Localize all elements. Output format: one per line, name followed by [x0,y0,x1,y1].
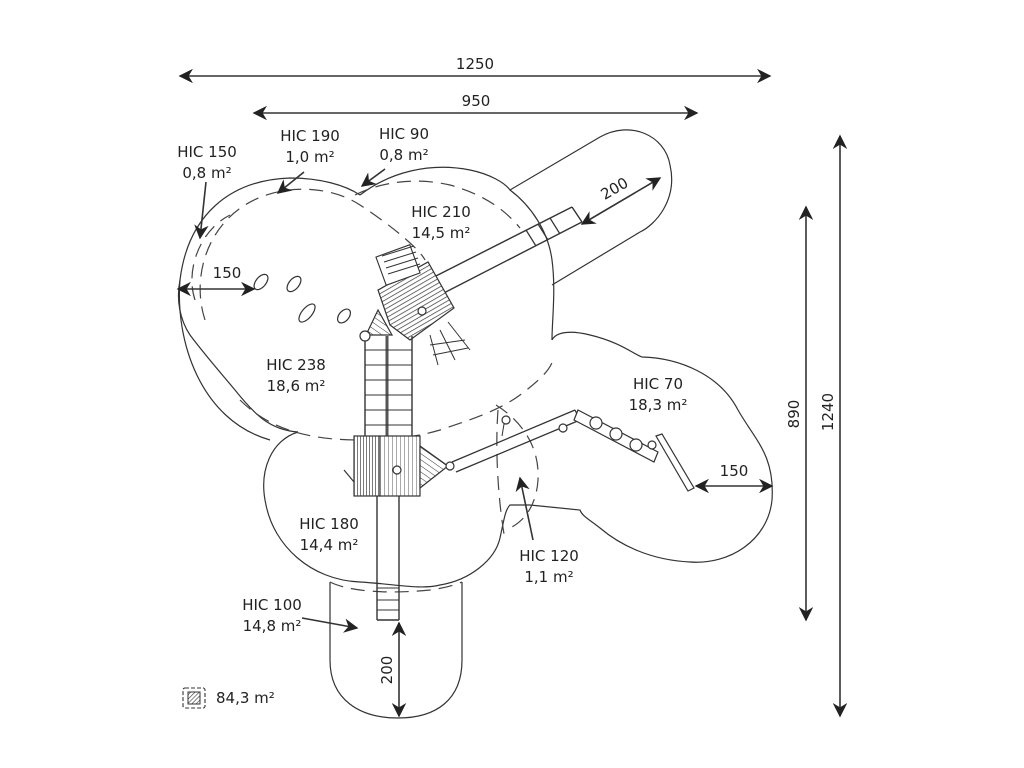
zone-label-hic120: HIC 120 1,1 m² [519,547,579,586]
zone-label-hic70: HIC 70 18,3 m² [629,375,688,414]
zone-label-hic210: HIC 210 14,5 m² [411,203,471,242]
overall-width-label: 1250 [456,55,494,73]
svg-text:HIC 210: HIC 210 [411,203,471,221]
slide-bottom-clearance-label: 200 [378,656,396,685]
svg-text:HIC 238: HIC 238 [266,356,326,374]
lower-slide [376,496,400,621]
ladder-bridge [359,330,413,436]
inner-width-label: 950 [462,92,491,110]
overall-height-label: 1240 [819,393,837,431]
upper-tower [365,244,471,366]
zone-label-hic180: HIC 180 14,4 m² [299,515,359,554]
zone-label-hic100: HIC 100 14,8 m² [242,596,302,635]
dimension-lines: 1250 950 1240 890 200 200 150 150 [176,55,848,718]
svg-text:18,3 m²: 18,3 m² [629,396,688,414]
leader-arrows [194,168,534,633]
zone-label-hic90: HIC 90 0,8 m² [379,125,429,164]
safety-area-outline [177,129,773,719]
svg-text:1,1 m²: 1,1 m² [524,568,573,586]
svg-text:HIC 190: HIC 190 [280,127,340,145]
svg-text:14,8 m²: 14,8 m² [243,617,302,635]
svg-text:HIC 150: HIC 150 [177,143,237,161]
svg-text:18,6 m²: 18,6 m² [267,377,326,395]
left-clearance-label: 150 [213,264,242,282]
svg-text:1,0 m²: 1,0 m² [285,148,334,166]
area-legend: 84,3 m² [182,687,275,709]
right-clearance-label: 150 [720,462,749,480]
stepping-stumps [253,273,352,324]
zone-label-hic190: HIC 190 1,0 m² [280,127,340,166]
svg-text:HIC 100: HIC 100 [242,596,302,614]
svg-text:14,4 m²: 14,4 m² [300,536,359,554]
climbing-net [429,321,471,366]
svg-text:HIC 70: HIC 70 [633,375,683,393]
hic-labels: HIC 150 0,8 m² HIC 190 1,0 m² HIC 90 0,8… [177,125,687,635]
play-equipment [253,206,695,621]
zone-label-hic150: HIC 150 0,8 m² [177,143,237,182]
upper-slide [427,206,583,297]
svg-text:0,8 m²: 0,8 m² [182,164,231,182]
svg-text:14,5 m²: 14,5 m² [412,224,471,242]
slide-top-clearance-label: 200 [598,174,632,204]
spiral-climber [375,244,421,286]
svg-text:HIC 180: HIC 180 [299,515,359,533]
svg-text:HIC 90: HIC 90 [379,125,429,143]
total-area-label: 84,3 m² [216,689,275,707]
hatched-square-icon [182,687,206,709]
slide-top-clearance-line [580,177,662,225]
lower-tower [343,435,455,497]
inner-height-label: 890 [785,400,803,429]
overlap-zones [191,180,554,593]
svg-text:0,8 m²: 0,8 m² [379,146,428,164]
svg-text:HIC 120: HIC 120 [519,547,579,565]
balance-walkway [451,409,695,492]
zone-label-hic238: HIC 238 18,6 m² [266,356,326,395]
